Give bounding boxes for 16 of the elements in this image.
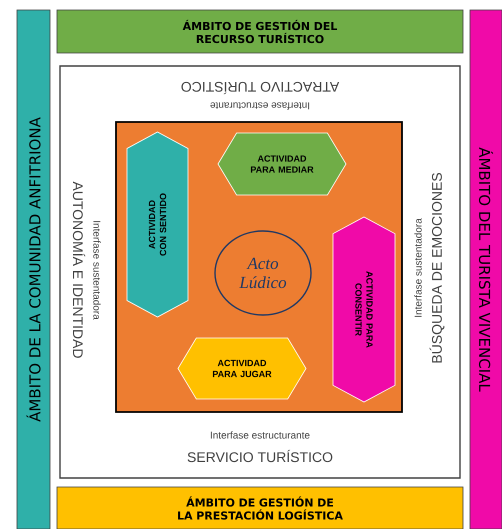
activity-hexagon: ACTIVIDAD PARA CONSENTIR (332, 216, 396, 402)
activity-hexagon: ACTIVIDAD CON SENTIDO (126, 132, 188, 318)
caption-text: Interfase estructurante (210, 102, 310, 110)
heading-text: SERVICIO TURÍSTICO (188, 450, 332, 462)
side-band: ÁMBITO DEL TURISTA VIVENCIAL (470, 10, 502, 529)
heading-text: AUTONOMÍA E IDENTIDAD (72, 181, 86, 358)
heading-text: ATRACTIVO TURÍSTICO (181, 82, 340, 94)
title-band: ÁMBITO DE GESTIÓN DEL RECURSO TURÍSTICO (56, 10, 464, 54)
side-band: ÁMBITO DE LA COMUNIDAD ANFITRIONA (16, 10, 50, 529)
activity-hexagon: ACTIVIDAD PARA JUGAR (178, 338, 306, 400)
caption-text: Interfase estructurante (210, 431, 310, 439)
activity-hexagon: ACTIVIDAD PARA MEDIAR (218, 132, 346, 196)
caption-text: Interfase sustentadora (414, 218, 422, 317)
title-band: ÁMBITO DE GESTIÓN DE LA PRESTACIÓN LOGÍSTICA (56, 486, 464, 529)
caption-text: Interfase sustentadora (93, 221, 101, 320)
heading-text: BÚSQUEDA DE EMOCIONES (430, 172, 444, 363)
